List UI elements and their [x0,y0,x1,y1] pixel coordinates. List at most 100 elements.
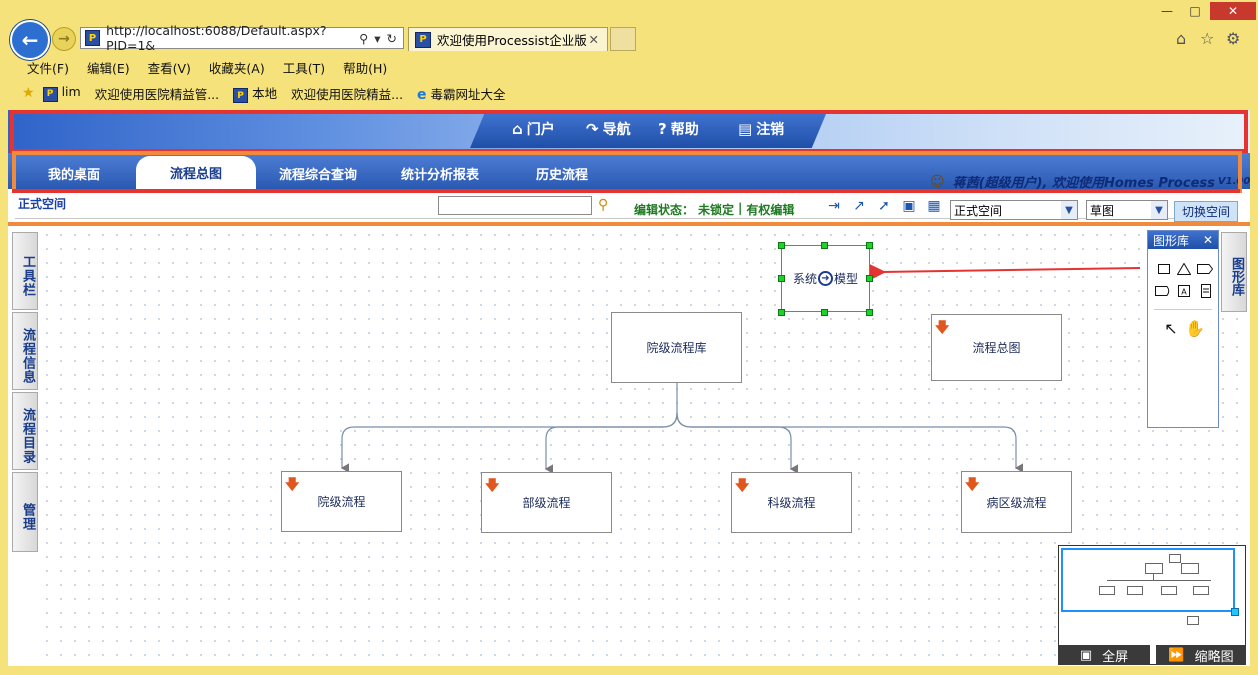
logout-link[interactable]: ▤注销 [738,120,785,138]
export-icon[interactable]: ↗ [853,198,865,214]
resize-handle[interactable] [821,309,828,316]
menu-help[interactable]: 帮助(H) [343,60,388,76]
tab-process-overview[interactable]: 流程总图 [136,156,256,189]
new-tab-button[interactable] [610,27,636,51]
rectangle-shape-icon[interactable] [1156,261,1172,277]
search-icon[interactable]: ⚲ [598,197,609,213]
drilldown-arrow-icon[interactable]: 🡇 [965,477,980,493]
triangle-shape-icon[interactable] [1176,261,1192,277]
forward-button[interactable]: → [52,27,76,51]
space-select[interactable]: 正式空间▼ [950,200,1078,220]
pentagon-shape-icon[interactable] [1196,261,1214,277]
tab-my-desktop[interactable]: 我的桌面 [47,167,100,183]
url-text: http://localhost:6088/Default.aspx?PID=1… [106,23,327,53]
portal-link[interactable]: ⌂门户 [512,120,555,138]
drilldown-arrow-icon[interactable]: 🡇 [285,477,300,493]
close-tab-icon[interactable]: ✕ [588,32,599,47]
help-link[interactable]: ?帮助 [658,120,699,138]
minimap-viewport[interactable] [1061,548,1235,612]
connectors [340,262,1141,474]
navigation-link[interactable]: ↷导航 [586,120,631,138]
resize-handle[interactable] [778,309,785,316]
menu-view[interactable]: 查看(V) [147,60,191,76]
minimap-node [1127,586,1143,595]
favorite-item[interactable]: 欢迎使用医院精益... [291,86,404,102]
node-hospital-process[interactable]: 🡇院级流程 [281,471,402,532]
resize-handle[interactable] [866,242,873,249]
home-icon[interactable]: ⌂ [1176,29,1187,48]
chevron-down-icon: ▼ [1151,201,1167,219]
favorites-star-icon[interactable]: ☆ [1200,29,1215,48]
pointer-tool-icon[interactable]: ↖ [1164,318,1178,338]
tab-process-query[interactable]: 流程综合查询 [278,167,357,183]
tag-shape-icon[interactable] [1154,283,1172,299]
menu-file[interactable]: 文件(F) [27,60,69,76]
node-ward-process[interactable]: 🡇病区级流程 [961,471,1072,533]
text-shape-icon[interactable]: A [1176,283,1192,299]
refresh-icon[interactable]: ↻ [386,30,397,46]
minimap-node [1187,616,1199,625]
node-hospital-library[interactable]: 院级流程库 [611,312,742,383]
redo-icon: ↷ [586,120,599,138]
enter-icon[interactable]: ➜ [818,271,833,286]
drilldown-arrow-icon[interactable]: 🡇 [735,478,750,494]
maximize-button[interactable]: □ [1189,4,1201,18]
menu-tools[interactable]: 工具(T) [282,60,326,76]
publish-icon[interactable]: ➚ [878,198,890,214]
close-icon[interactable]: ✕ [1202,233,1213,247]
resize-handle[interactable] [866,309,873,316]
search-icon[interactable]: ⚲ [359,30,369,46]
tab-toolbar[interactable]: 工具栏 [12,232,38,310]
grid-icon[interactable]: ▦ [927,198,941,214]
resize-handle[interactable] [866,275,873,282]
minimap-node [1181,563,1199,574]
tab-management[interactable]: 管理 [12,472,38,552]
shape-library-tab[interactable]: 图形库 [1221,232,1247,312]
node-section-process[interactable]: 🡇科级流程 [731,472,852,533]
node-process-overview[interactable]: 🡇流程总图 [931,314,1062,381]
minimap-node [1161,586,1177,595]
browser-tab[interactable]: P 欢迎使用Processist企业版 ✕ [408,27,608,51]
menu-edit[interactable]: 编辑(E) [86,60,130,76]
tab-statistics[interactable]: 统计分析报表 [400,167,479,183]
diagram-canvas[interactable] [40,228,1250,666]
hand-tool-icon[interactable]: ✋ [1185,318,1205,338]
selected-process-node[interactable]: 系统➜模型 [781,245,870,312]
site-favicon: P [42,86,58,102]
document-shape-icon[interactable] [1198,283,1214,299]
switch-space-button[interactable]: 切换空间 [1174,201,1238,222]
save-icon[interactable]: ▣ [902,198,916,214]
tab-process-info[interactable]: 流程信息 [12,312,38,390]
minimap-node [1145,563,1163,574]
drilldown-arrow-icon[interactable]: 🡇 [485,478,500,494]
resize-handle[interactable] [821,242,828,249]
search-input[interactable] [438,196,592,215]
favorite-item[interactable]: 欢迎使用医院精益管... [94,86,220,102]
divider [15,218,1235,219]
menu-favorites[interactable]: 收藏夹(A) [208,60,265,76]
minimize-button[interactable]: — [1161,4,1173,18]
resize-handle[interactable] [778,275,785,282]
drilldown-arrow-icon[interactable]: 🡇 [935,320,950,336]
minimap-resize-handle[interactable] [1231,608,1239,616]
resize-handle[interactable] [778,242,785,249]
draft-select[interactable]: 草图▼ [1086,200,1168,220]
tab-process-directory[interactable]: 流程目录 [12,392,38,470]
tab-history[interactable]: 历史流程 [535,167,588,183]
thumbnail-button[interactable]: ⏩缩略图 [1156,645,1246,665]
back-button[interactable]: ← [10,20,50,60]
fullscreen-button[interactable]: ▣全屏 [1058,645,1150,665]
address-bar[interactable]: P http://localhost:6088/Default.aspx?PID… [80,23,404,53]
add-favorite-icon[interactable]: ★ [22,85,35,101]
close-window-button[interactable]: ✕ [1210,2,1256,20]
lock-icon: ▤ [738,120,753,138]
dropdown-icon[interactable]: ▾ [374,30,381,46]
import-icon[interactable]: ⇥ [828,198,840,214]
node-department-process[interactable]: 🡇部级流程 [481,472,612,533]
minimap-node [1099,586,1115,595]
gear-icon[interactable]: ⚙ [1226,29,1241,48]
top-link-bar [470,114,826,148]
